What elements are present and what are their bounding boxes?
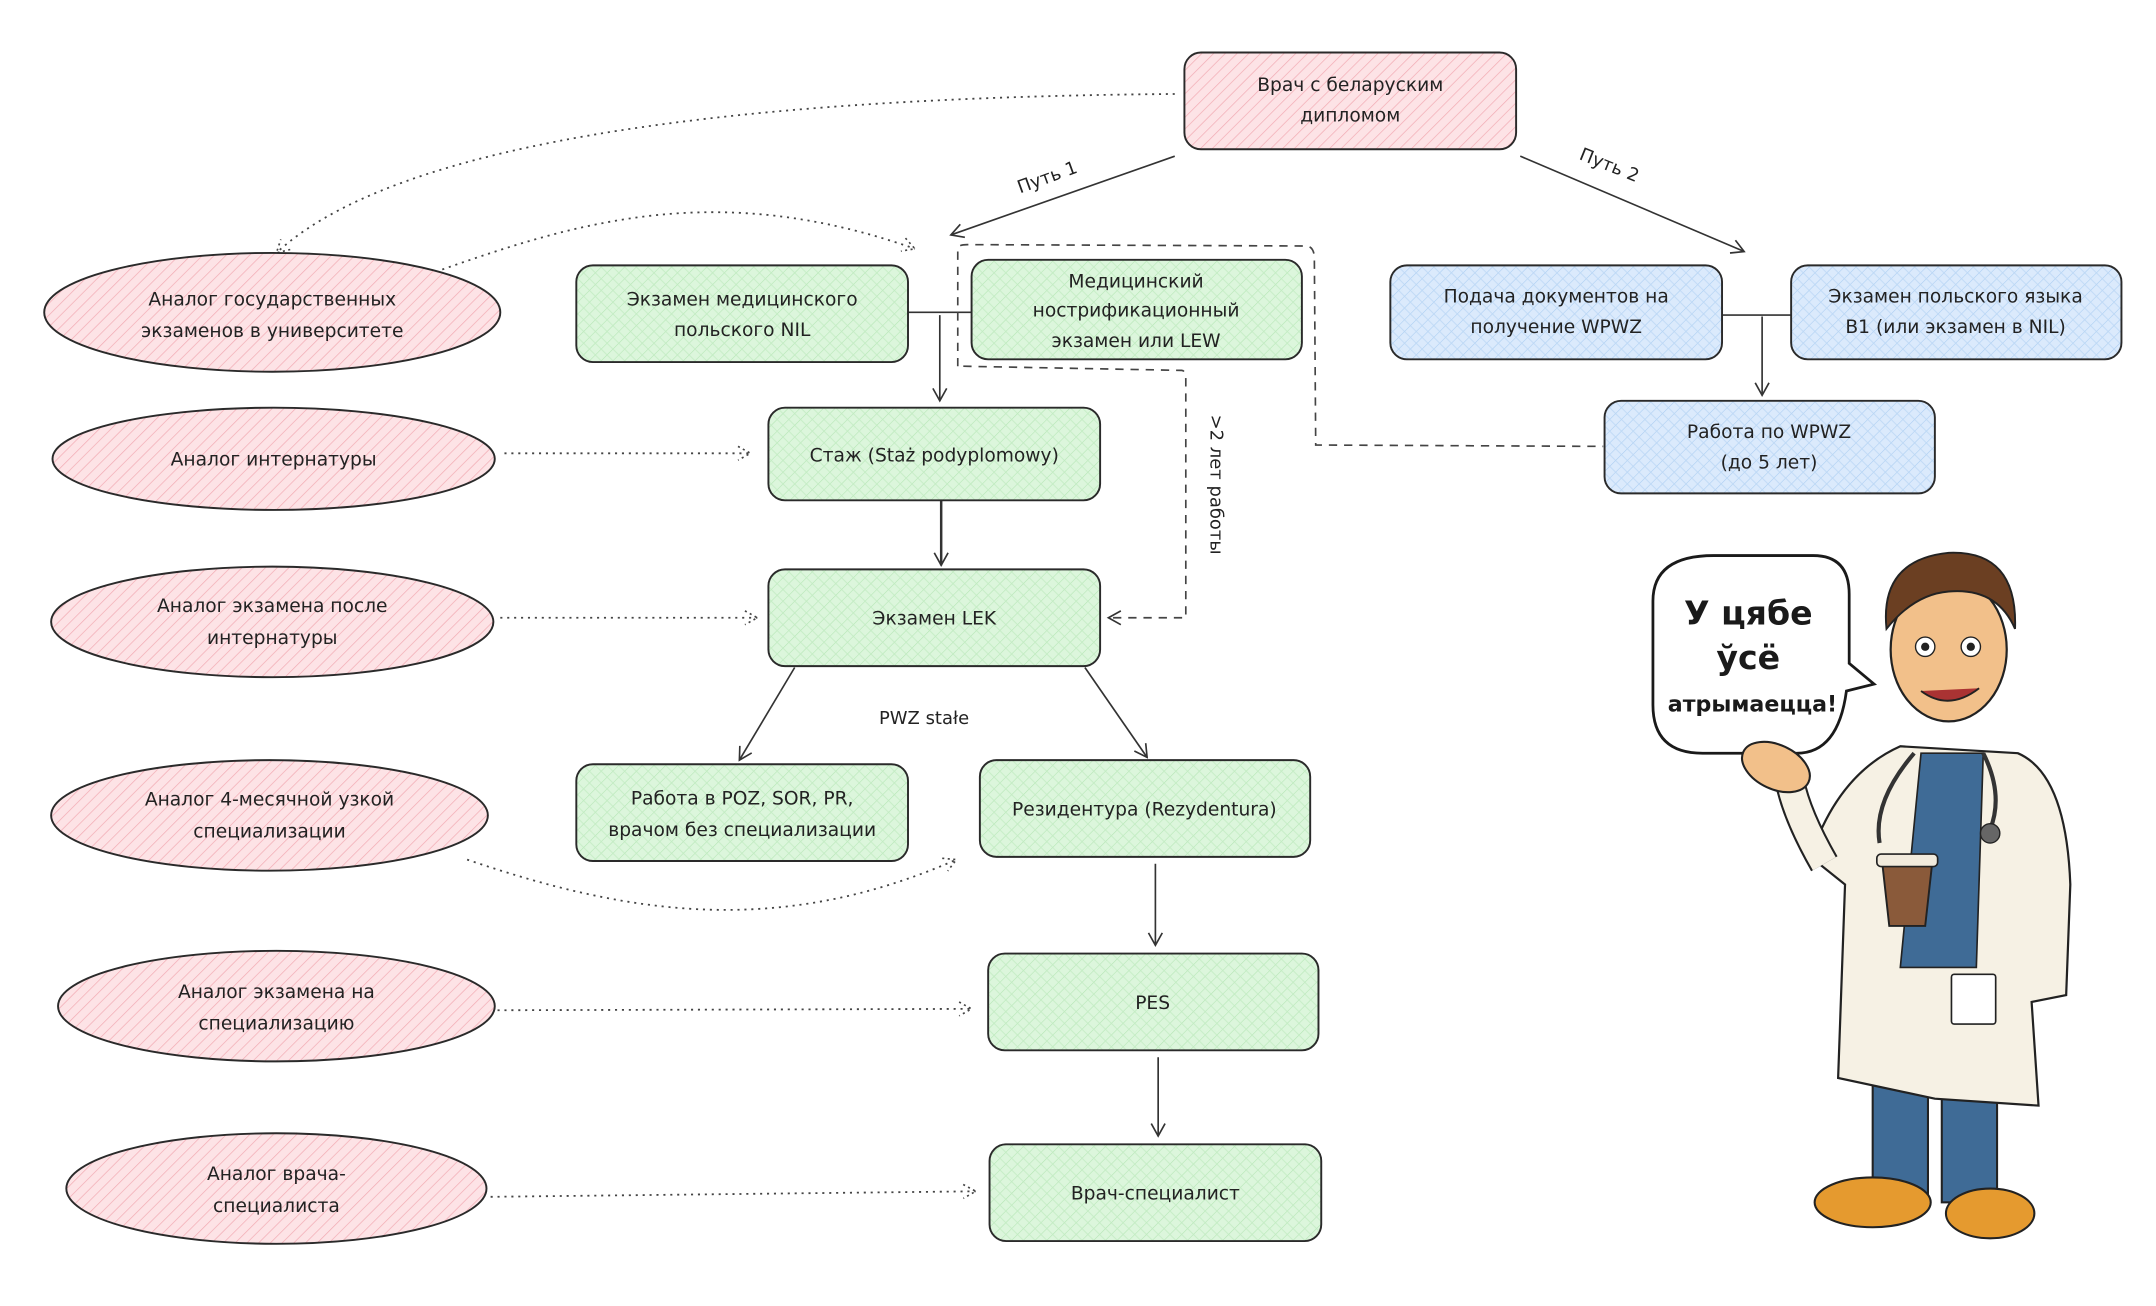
svg-text:атрымаецца!: атрымаецца! — [1668, 692, 1837, 718]
shortcut-note: >2 лет работы — [1206, 415, 1227, 555]
node-specialist[interactable]: Врач-специалист — [988, 1143, 1323, 1243]
dashed-group-lew — [956, 243, 1604, 448]
left-clog — [1813, 1176, 1932, 1229]
pwz-note: PWZ stałe — [879, 708, 969, 729]
dotted-analog5 — [497, 1009, 972, 1010]
arrow-lek-to-residency — [1084, 667, 1149, 759]
waving-hand — [1741, 740, 1811, 794]
dotted-start-to-analog1 — [276, 93, 1175, 253]
svg-text:Врач-специалист: Врач-специалист — [1071, 1184, 1240, 1205]
right-clog — [1944, 1187, 2036, 1240]
svg-text:Работа по WPWZ(до 5 лет): Работа по WPWZ(до 5 лет) — [1687, 422, 1851, 473]
path1-arrow — [949, 155, 1176, 239]
path2-arrow — [1519, 155, 1746, 254]
svg-text:Стаж (Staż podyplomowy): Стаж (Staż podyplomowy) — [810, 446, 1059, 467]
svg-text:Аналог врача-специалиста: Аналог врача-специалиста — [207, 1164, 346, 1217]
dotted-analog1-to-nil — [441, 211, 915, 271]
node-wpwz-work[interactable]: Работа по WPWZ(до 5 лет) — [1603, 399, 1936, 495]
svg-text:PES: PES — [1135, 993, 1170, 1014]
path2-label: Путь 2 — [1576, 144, 1642, 187]
dotted-analog6 — [490, 1191, 976, 1197]
dashed-shortcut-to-lek — [963, 365, 1187, 626]
id-badge — [1950, 973, 1997, 1025]
arrow-lek-to-poz — [738, 667, 796, 762]
svg-text:Резидентура (Rezydentura): Резидентура (Rezydentura) — [1012, 799, 1277, 820]
svg-text:Аналог интернатуры: Аналог интернатуры — [171, 450, 377, 471]
dotted-analog4 — [466, 860, 956, 911]
analog-internship[interactable]: Аналог интернатуры — [51, 406, 496, 511]
node-staz[interactable]: Стаж (Staż podyplomowy) — [767, 406, 1102, 502]
node-poz-work[interactable]: Работа в POZ, SOR, PR,врачом без специал… — [575, 763, 909, 862]
analog-specialist[interactable]: Аналог врача-специалиста — [65, 1132, 488, 1245]
svg-text:Экзамен LEK: Экзамен LEK — [872, 609, 996, 630]
connectors — [276, 93, 1792, 1197]
svg-text:Работа в POZ, SOR, PR,врачом б: Работа в POZ, SOR, PR,врачом без специал… — [608, 788, 876, 841]
node-residency[interactable]: Резидентура (Rezydentura) — [978, 759, 1312, 858]
node-pes[interactable]: PES — [987, 952, 1320, 1052]
node-lek-exam[interactable]: Экзамен LEK — [767, 568, 1102, 668]
coffee-cup-icon — [1881, 862, 1934, 927]
